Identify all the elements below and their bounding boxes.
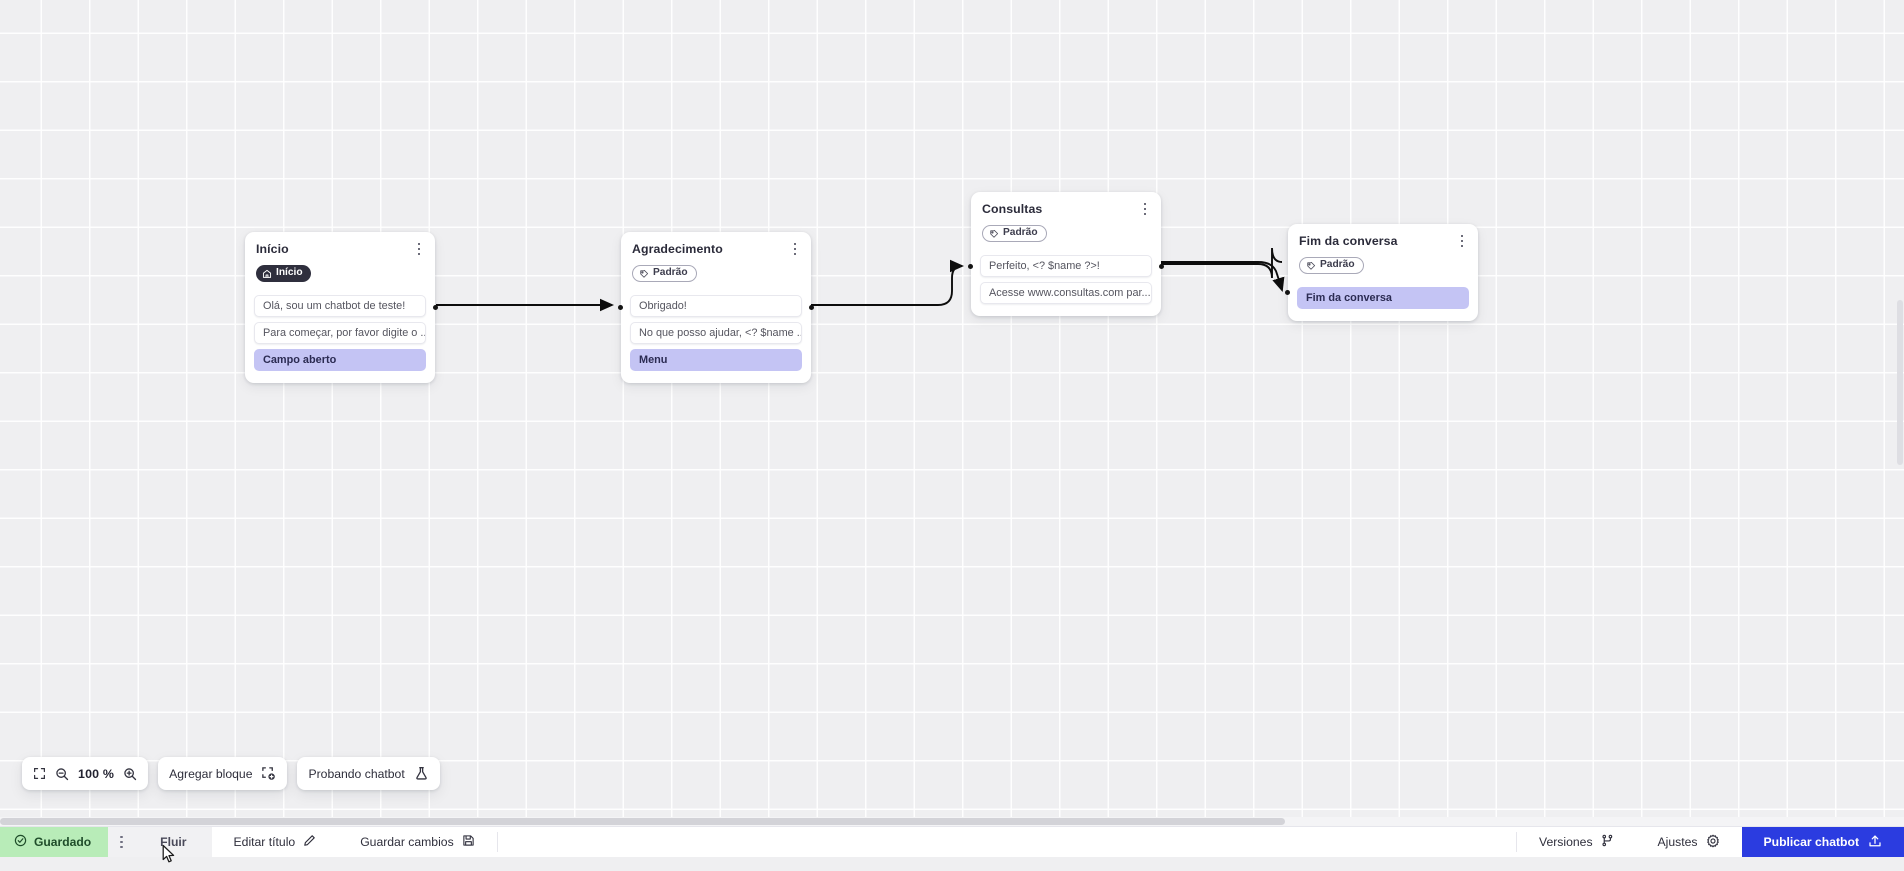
node-slot-accent[interactable]: Menu bbox=[630, 349, 802, 371]
node-slot[interactable]: Obrigado! bbox=[630, 295, 802, 317]
tag-icon bbox=[1306, 261, 1316, 271]
add-block-button[interactable]: Agregar bloque bbox=[158, 757, 287, 790]
node-title: Fim da conversa bbox=[1299, 234, 1467, 249]
tag-icon bbox=[989, 229, 999, 239]
node-output-port[interactable] bbox=[809, 305, 814, 310]
publish-chatbot-button[interactable]: Publicar chatbot bbox=[1742, 827, 1904, 857]
node-badge-label: Padrão bbox=[653, 268, 688, 278]
publish-label: Publicar chatbot bbox=[1764, 835, 1859, 849]
branch-icon bbox=[1601, 834, 1614, 850]
node-fim-da-conversa[interactable]: Fim da conversa Padrão Fim da conversa bbox=[1288, 224, 1478, 321]
node-agradecimento[interactable]: Agradecimento Padrão Obrigado! No que po… bbox=[621, 232, 811, 383]
saved-label: Guardado bbox=[34, 835, 91, 849]
node-title: Início bbox=[256, 242, 424, 257]
settings-label: Ajustes bbox=[1658, 835, 1698, 849]
edit-title-label: Editar título bbox=[234, 835, 296, 849]
saved-status-badge: Guardado bbox=[0, 827, 108, 857]
node-title: Agradecimento bbox=[632, 242, 800, 257]
edge-consultas-to-fim bbox=[1153, 248, 1282, 278]
save-changes-label: Guardar cambios bbox=[360, 835, 453, 849]
flow-canvas[interactable]: Início Início Olá, sou um chatbot de tes… bbox=[0, 0, 1904, 840]
node-slots: Olá, sou um chatbot de teste! Para começ… bbox=[245, 293, 435, 371]
check-circle-icon bbox=[14, 834, 27, 850]
settings-button[interactable]: Ajustes bbox=[1636, 827, 1742, 857]
save-changes-button[interactable]: Guardar cambios bbox=[338, 827, 496, 857]
zoom-in-icon[interactable] bbox=[123, 767, 137, 781]
vertical-scroll-thumb[interactable] bbox=[1897, 300, 1903, 465]
node-input-port[interactable] bbox=[1285, 290, 1290, 295]
node-menu-button[interactable] bbox=[788, 241, 802, 257]
add-block-label: Agregar bloque bbox=[169, 767, 252, 781]
tag-icon bbox=[639, 269, 649, 279]
node-slot[interactable]: Olá, sou um chatbot de teste! bbox=[254, 295, 426, 317]
zoom-out-icon[interactable] bbox=[55, 767, 69, 781]
zoom-controls[interactable]: 100 % bbox=[22, 757, 148, 790]
horizontal-scroll-thumb[interactable] bbox=[0, 818, 1285, 825]
node-inicio[interactable]: Início Início Olá, sou um chatbot de tes… bbox=[245, 232, 435, 383]
home-icon bbox=[262, 269, 272, 279]
node-slots: Obrigado! No que posso ajudar, <? $name … bbox=[621, 293, 811, 371]
tab-fluir[interactable]: Fluir bbox=[135, 827, 211, 857]
node-badge-padrao[interactable]: Padrão bbox=[982, 225, 1047, 242]
node-badge-padrao[interactable]: Padrão bbox=[1299, 257, 1364, 274]
node-slot[interactable]: Para começar, por favor digite o ... bbox=[254, 322, 426, 344]
node-badge-label: Padrão bbox=[1003, 228, 1038, 238]
node-header: Início Início bbox=[245, 232, 435, 293]
node-slot[interactable]: Acesse www.consultas.com par... bbox=[980, 282, 1152, 304]
node-output-port[interactable] bbox=[433, 305, 438, 310]
node-menu-button[interactable] bbox=[1455, 233, 1469, 249]
node-slot[interactable]: Perfeito, <? $name ?>! bbox=[980, 255, 1152, 277]
versions-button[interactable]: Versiones bbox=[1517, 827, 1636, 857]
edge-agradecimento-to-consultas bbox=[803, 266, 962, 305]
canvas-toolbar: 100 % Agregar bloque Probando chatbot bbox=[22, 757, 440, 790]
node-menu-button[interactable] bbox=[412, 241, 426, 257]
edge-consultas-to-fim-curve bbox=[1153, 262, 1282, 290]
node-badge-label: Padrão bbox=[1320, 260, 1355, 270]
tab-fluir-label: Fluir bbox=[160, 835, 186, 849]
gear-icon bbox=[1706, 834, 1720, 851]
node-menu-button[interactable] bbox=[1138, 201, 1152, 217]
node-slot-accent[interactable]: Campo aberto bbox=[254, 349, 426, 371]
node-header: Fim da conversa Padrão bbox=[1288, 224, 1478, 285]
spacer bbox=[498, 827, 1516, 857]
node-consultas[interactable]: Consultas Padrão Perfeito, <? $name ?>! … bbox=[971, 192, 1161, 316]
node-badge-padrao[interactable]: Padrão bbox=[632, 265, 697, 282]
bottom-status-bar: Guardado Fluir Editar título Guardar cam… bbox=[0, 826, 1904, 857]
edit-title-button[interactable]: Editar título bbox=[212, 827, 339, 857]
node-slot-accent[interactable]: Fim da conversa bbox=[1297, 287, 1469, 309]
test-chatbot-label: Probando chatbot bbox=[308, 767, 404, 781]
node-badge-label: Início bbox=[276, 268, 303, 278]
flask-icon bbox=[414, 766, 429, 781]
node-slots: Fim da conversa bbox=[1288, 285, 1478, 309]
node-badge-inicio[interactable]: Início bbox=[256, 265, 311, 282]
zoom-level-value: 100 % bbox=[78, 767, 114, 781]
floppy-icon bbox=[462, 834, 475, 850]
node-slot[interactable]: No que posso ajudar, <? $name ... bbox=[630, 322, 802, 344]
node-input-port[interactable] bbox=[968, 264, 973, 269]
upload-icon bbox=[1868, 834, 1882, 851]
test-chatbot-button[interactable]: Probando chatbot bbox=[297, 757, 439, 790]
vertical-scrollbar[interactable] bbox=[1896, 0, 1904, 810]
horizontal-scrollbar[interactable] bbox=[0, 817, 1904, 826]
versions-label: Versiones bbox=[1539, 835, 1593, 849]
add-block-icon bbox=[261, 766, 276, 781]
bottom-bar-menu-button[interactable] bbox=[108, 827, 135, 857]
node-input-port[interactable] bbox=[618, 305, 623, 310]
node-header: Agradecimento Padrão bbox=[621, 232, 811, 293]
node-header: Consultas Padrão bbox=[971, 192, 1161, 253]
pencil-icon bbox=[303, 834, 316, 850]
node-slots: Perfeito, <? $name ?>! Acesse www.consul… bbox=[971, 253, 1161, 304]
connector-layer bbox=[0, 0, 1904, 840]
node-title: Consultas bbox=[982, 202, 1150, 217]
node-output-port[interactable] bbox=[1159, 264, 1164, 269]
fit-screen-icon[interactable] bbox=[33, 767, 46, 780]
